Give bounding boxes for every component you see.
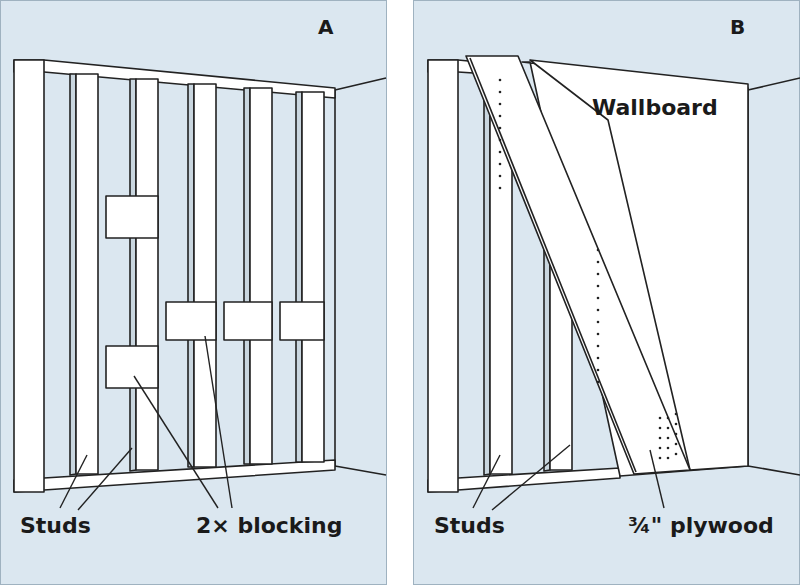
- nail-dot: [675, 433, 678, 436]
- leader-line: [473, 445, 664, 510]
- nail-dot: [659, 417, 662, 420]
- nail-dot: [499, 103, 502, 106]
- nail-dot: [597, 381, 600, 384]
- nail-dot: [667, 417, 670, 420]
- nail-dot: [597, 309, 600, 312]
- part-label: Studs: [434, 514, 505, 538]
- nail-dot: [499, 91, 502, 94]
- nail-dot: [597, 369, 600, 372]
- nail-dot: [667, 457, 670, 460]
- wallboard-wall: [428, 56, 800, 492]
- nail-dot: [499, 151, 502, 154]
- nail-dot: [597, 285, 600, 288]
- panel-letter: B: [730, 16, 745, 38]
- nail-dot: [659, 427, 662, 430]
- nail-dot: [597, 297, 600, 300]
- panel-letter: A: [318, 16, 333, 38]
- nail-dots: [499, 79, 678, 460]
- nail-dot: [597, 249, 600, 252]
- nail-dot: [499, 163, 502, 166]
- nail-dot: [597, 345, 600, 348]
- nail-dot: [675, 423, 678, 426]
- stud-wall: [14, 60, 386, 492]
- nail-dot: [659, 457, 662, 460]
- nail-dot: [597, 333, 600, 336]
- nail-dot: [597, 273, 600, 276]
- nail-dot: [499, 127, 502, 130]
- nail-dot: [675, 453, 678, 456]
- part-label: 2× blocking: [196, 514, 342, 538]
- nail-dot: [597, 357, 600, 360]
- part-label: Wallboard: [592, 96, 718, 120]
- nail-dot: [659, 437, 662, 440]
- panel-ground: [1, 1, 387, 585]
- panel-ground: [414, 1, 800, 585]
- nail-dot: [499, 79, 502, 82]
- nail-dot: [499, 175, 502, 178]
- nail-dot: [597, 261, 600, 264]
- nail-dot: [499, 187, 502, 190]
- nail-dot: [659, 447, 662, 450]
- part-label: ¾" plywood: [628, 514, 774, 538]
- nail-dot: [667, 437, 670, 440]
- nail-dot: [675, 443, 678, 446]
- nail-dot: [675, 413, 678, 416]
- leader-line: [60, 336, 232, 510]
- nail-dot: [597, 321, 600, 324]
- nail-dot: [499, 115, 502, 118]
- nail-dot: [667, 447, 670, 450]
- nail-dot: [667, 427, 670, 430]
- part-label: Studs: [20, 514, 91, 538]
- nail-dot: [499, 139, 502, 142]
